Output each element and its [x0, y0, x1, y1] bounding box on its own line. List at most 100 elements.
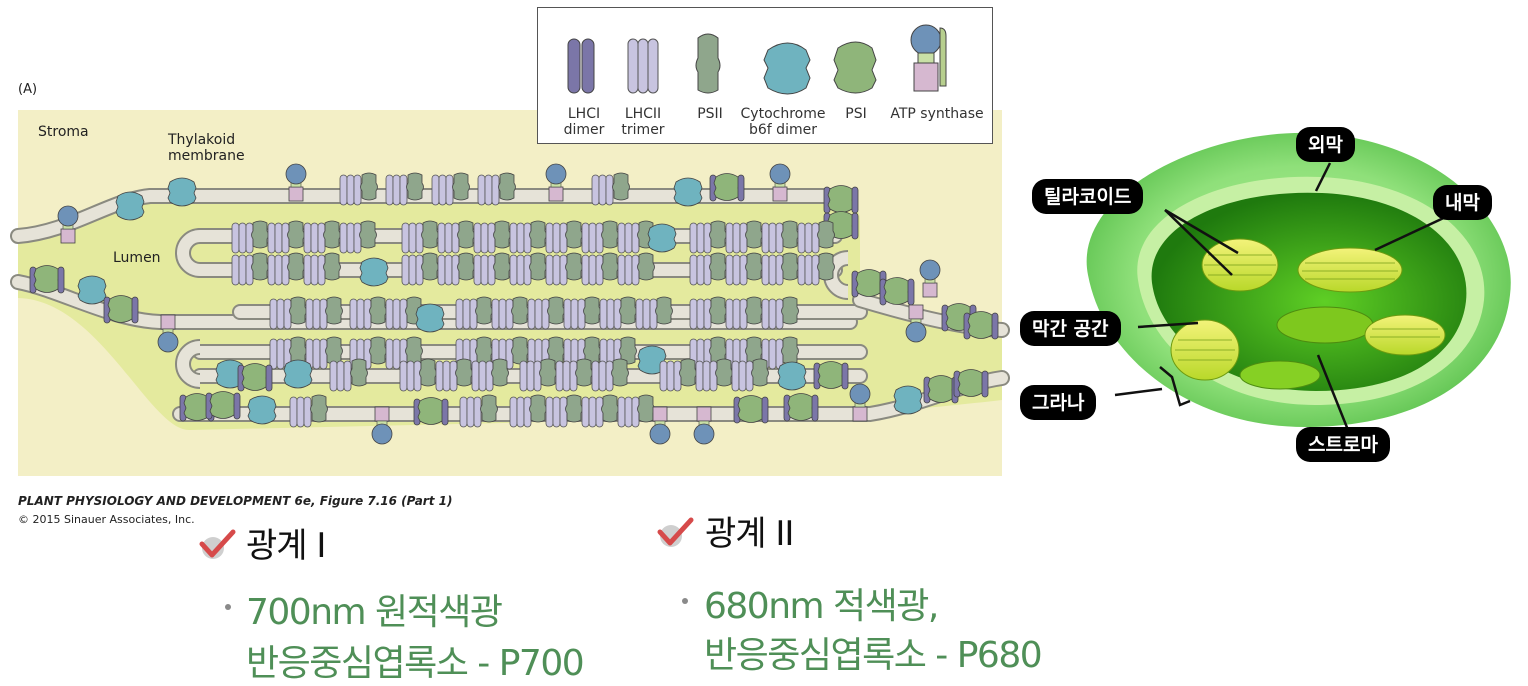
lhcii-complex [305, 298, 314, 330]
legend-cytochrome-text: Cytochrome b6f dimer [740, 106, 826, 138]
atp-synthase-base [772, 186, 788, 202]
lhcii-complex [303, 254, 312, 286]
lhcii-complex [804, 254, 813, 286]
lhcii-complex [509, 396, 518, 428]
lhcii-complex [303, 396, 312, 428]
legend-label-cytochrome: Cytochrome b6f dimer [741, 106, 826, 138]
cytochrome-complex [893, 385, 923, 415]
lhcii-complex [267, 222, 276, 254]
psi-complex [957, 369, 985, 397]
lhcii-complex [588, 396, 597, 428]
lhcii-complex [471, 360, 480, 392]
atp-synthase-head [157, 331, 179, 353]
lhcii-complex [516, 222, 525, 254]
psii-complex [289, 296, 307, 325]
psii-complex [457, 220, 475, 249]
lhcii-complex [480, 222, 489, 254]
lhcii-complex [310, 222, 319, 254]
legend-psi-text: PSI [845, 106, 867, 122]
lhcii-complex [666, 360, 675, 392]
lhcii-complex [269, 338, 278, 370]
lhcii-complex [435, 360, 444, 392]
cytochrome-complex [283, 359, 313, 389]
psii-complex [511, 336, 529, 365]
lhci-complex [851, 212, 859, 240]
atp-synthase-head [57, 205, 79, 227]
stroma-label: Stroma [38, 124, 89, 140]
legend-atp-text: ATP synthase [890, 106, 984, 122]
lhcii-complex [399, 360, 408, 392]
lhcii-complex [617, 254, 626, 286]
photosystem-1-line-2: 반응중심엽록소 - P700 [246, 643, 585, 684]
psii-complex [325, 296, 343, 325]
lhcii-complex [725, 254, 734, 286]
psii-complex [781, 336, 799, 365]
psi-complex [417, 397, 445, 425]
lhcii-complex [738, 360, 747, 392]
psi-complex [713, 173, 741, 201]
psii-complex [611, 358, 629, 387]
lhcii-complex [635, 298, 644, 330]
psii-complex [637, 394, 655, 423]
lhcii-complex [545, 396, 554, 428]
lhcii-complex [356, 298, 365, 330]
lhci-complex [131, 296, 139, 324]
lhcii-complex [310, 254, 319, 286]
label-grana: 그라나 [1020, 385, 1097, 420]
lhcii-complex [797, 222, 806, 254]
psii-complex [323, 220, 341, 249]
atp-synthase-head [285, 163, 307, 185]
psii-complex [529, 394, 547, 423]
psii-complex [529, 252, 547, 281]
lhcii-complex [624, 254, 633, 286]
psii-complex [601, 394, 619, 423]
legend-psii-text: PSII [697, 106, 723, 122]
lhcii-complex [491, 298, 500, 330]
cytochrome-complex [77, 275, 107, 305]
lhcii-complex [555, 360, 564, 392]
lhcii-complex [385, 298, 394, 330]
lhcii-complex [477, 174, 486, 206]
pointer-grana [1114, 387, 1163, 397]
lhcii-complex [624, 222, 633, 254]
psii-complex [575, 358, 593, 387]
lhcii-complex [591, 360, 600, 392]
lhcii-complex [269, 298, 278, 330]
chloroplast-illustration [1086, 132, 1511, 435]
lhcii-complex [563, 298, 572, 330]
legend-box: LHCI dimer LHCII trimer PSII Cytochrome … [537, 7, 993, 144]
lhcii-complex [498, 298, 507, 330]
psi-complex [827, 185, 855, 213]
lhci-complex [981, 370, 989, 398]
atp-synthase-base [374, 406, 390, 422]
psii-complex [539, 358, 557, 387]
lhcii-complex [526, 360, 535, 392]
lhcii-complex [401, 254, 410, 286]
pointer-stroma [1316, 354, 1352, 435]
lhcii-complex [689, 298, 698, 330]
psi-icon [833, 41, 877, 94]
psii-complex [751, 358, 769, 387]
lhci-complex [441, 398, 449, 426]
psii-complex [493, 252, 511, 281]
figure-caption-copyright: © 2015 Sinauer Associates, Inc. [18, 513, 195, 526]
psii-complex [421, 220, 439, 249]
lhcii-complex [581, 396, 590, 428]
lhcii-complex [276, 338, 285, 370]
lhci-complex [265, 364, 273, 392]
legend-lhci-text: LHCI dimer [563, 106, 605, 138]
lhcii-complex [296, 396, 305, 428]
lhcii-complex [617, 222, 626, 254]
lhcii-complex [459, 396, 468, 428]
psii-complex [565, 220, 583, 249]
lhcii-complex [385, 338, 394, 370]
psii-complex [480, 394, 498, 423]
psii-complex [745, 252, 763, 281]
lhcii-complex [267, 254, 276, 286]
lhcii-complex [238, 222, 247, 254]
psii-complex [817, 220, 835, 249]
lhci-complex [737, 174, 745, 202]
atp-synthase-head [545, 163, 567, 185]
legend-label-lhci: LHCI dimer [564, 106, 605, 138]
lhcii-complex [353, 174, 362, 206]
